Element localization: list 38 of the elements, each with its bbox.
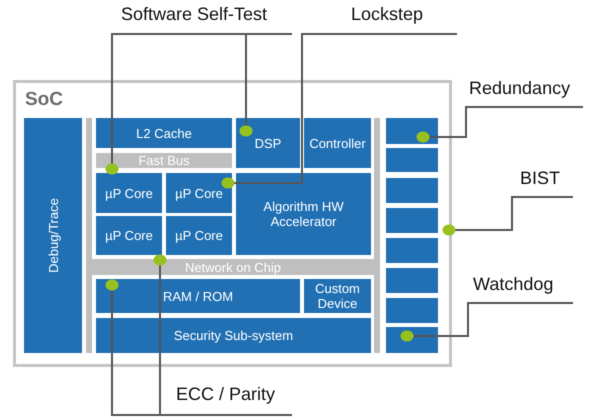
chip-title: SoC [25,89,63,111]
callout-label: Redundancy [466,78,583,107]
callout-label: BIST [512,168,573,197]
block-label: Debug/Trace [46,198,60,273]
block: µP Core [166,216,232,255]
block: Security Sub-system [96,318,371,353]
block [386,298,438,323]
block [386,178,438,203]
leader-line [416,106,583,142]
block: L2 Cache [96,118,232,148]
chip-outline [13,80,452,367]
block: RAM / ROM [96,279,300,313]
leader-line [106,280,292,416]
block [24,118,82,353]
block [386,148,438,172]
leader-line [400,302,573,342]
callout-label: Lockstep [343,4,457,34]
block: Controller [304,118,371,168]
block [386,238,438,263]
leader-line [442,196,573,236]
block: µP Core [96,173,162,213]
block: Custom Device [304,279,371,313]
bus-band: Network on Chip [92,259,374,275]
block: DSP [236,118,300,168]
callout-label: ECC / Parity [112,384,292,415]
leader-line [240,34,252,136]
block [386,268,438,293]
block: µP Core [96,216,162,255]
leader-line [106,33,292,174]
block: Algorithm HW Accelerator [236,173,371,255]
block [386,208,438,233]
leader-line [222,33,457,188]
block: µP Core [166,173,232,213]
bus-band: Fast Bus [96,153,232,168]
leader-line [154,254,166,415]
callout-label: Software Self-Test [118,4,292,34]
block [386,118,438,144]
callout-label: Watchdog [468,274,573,303]
